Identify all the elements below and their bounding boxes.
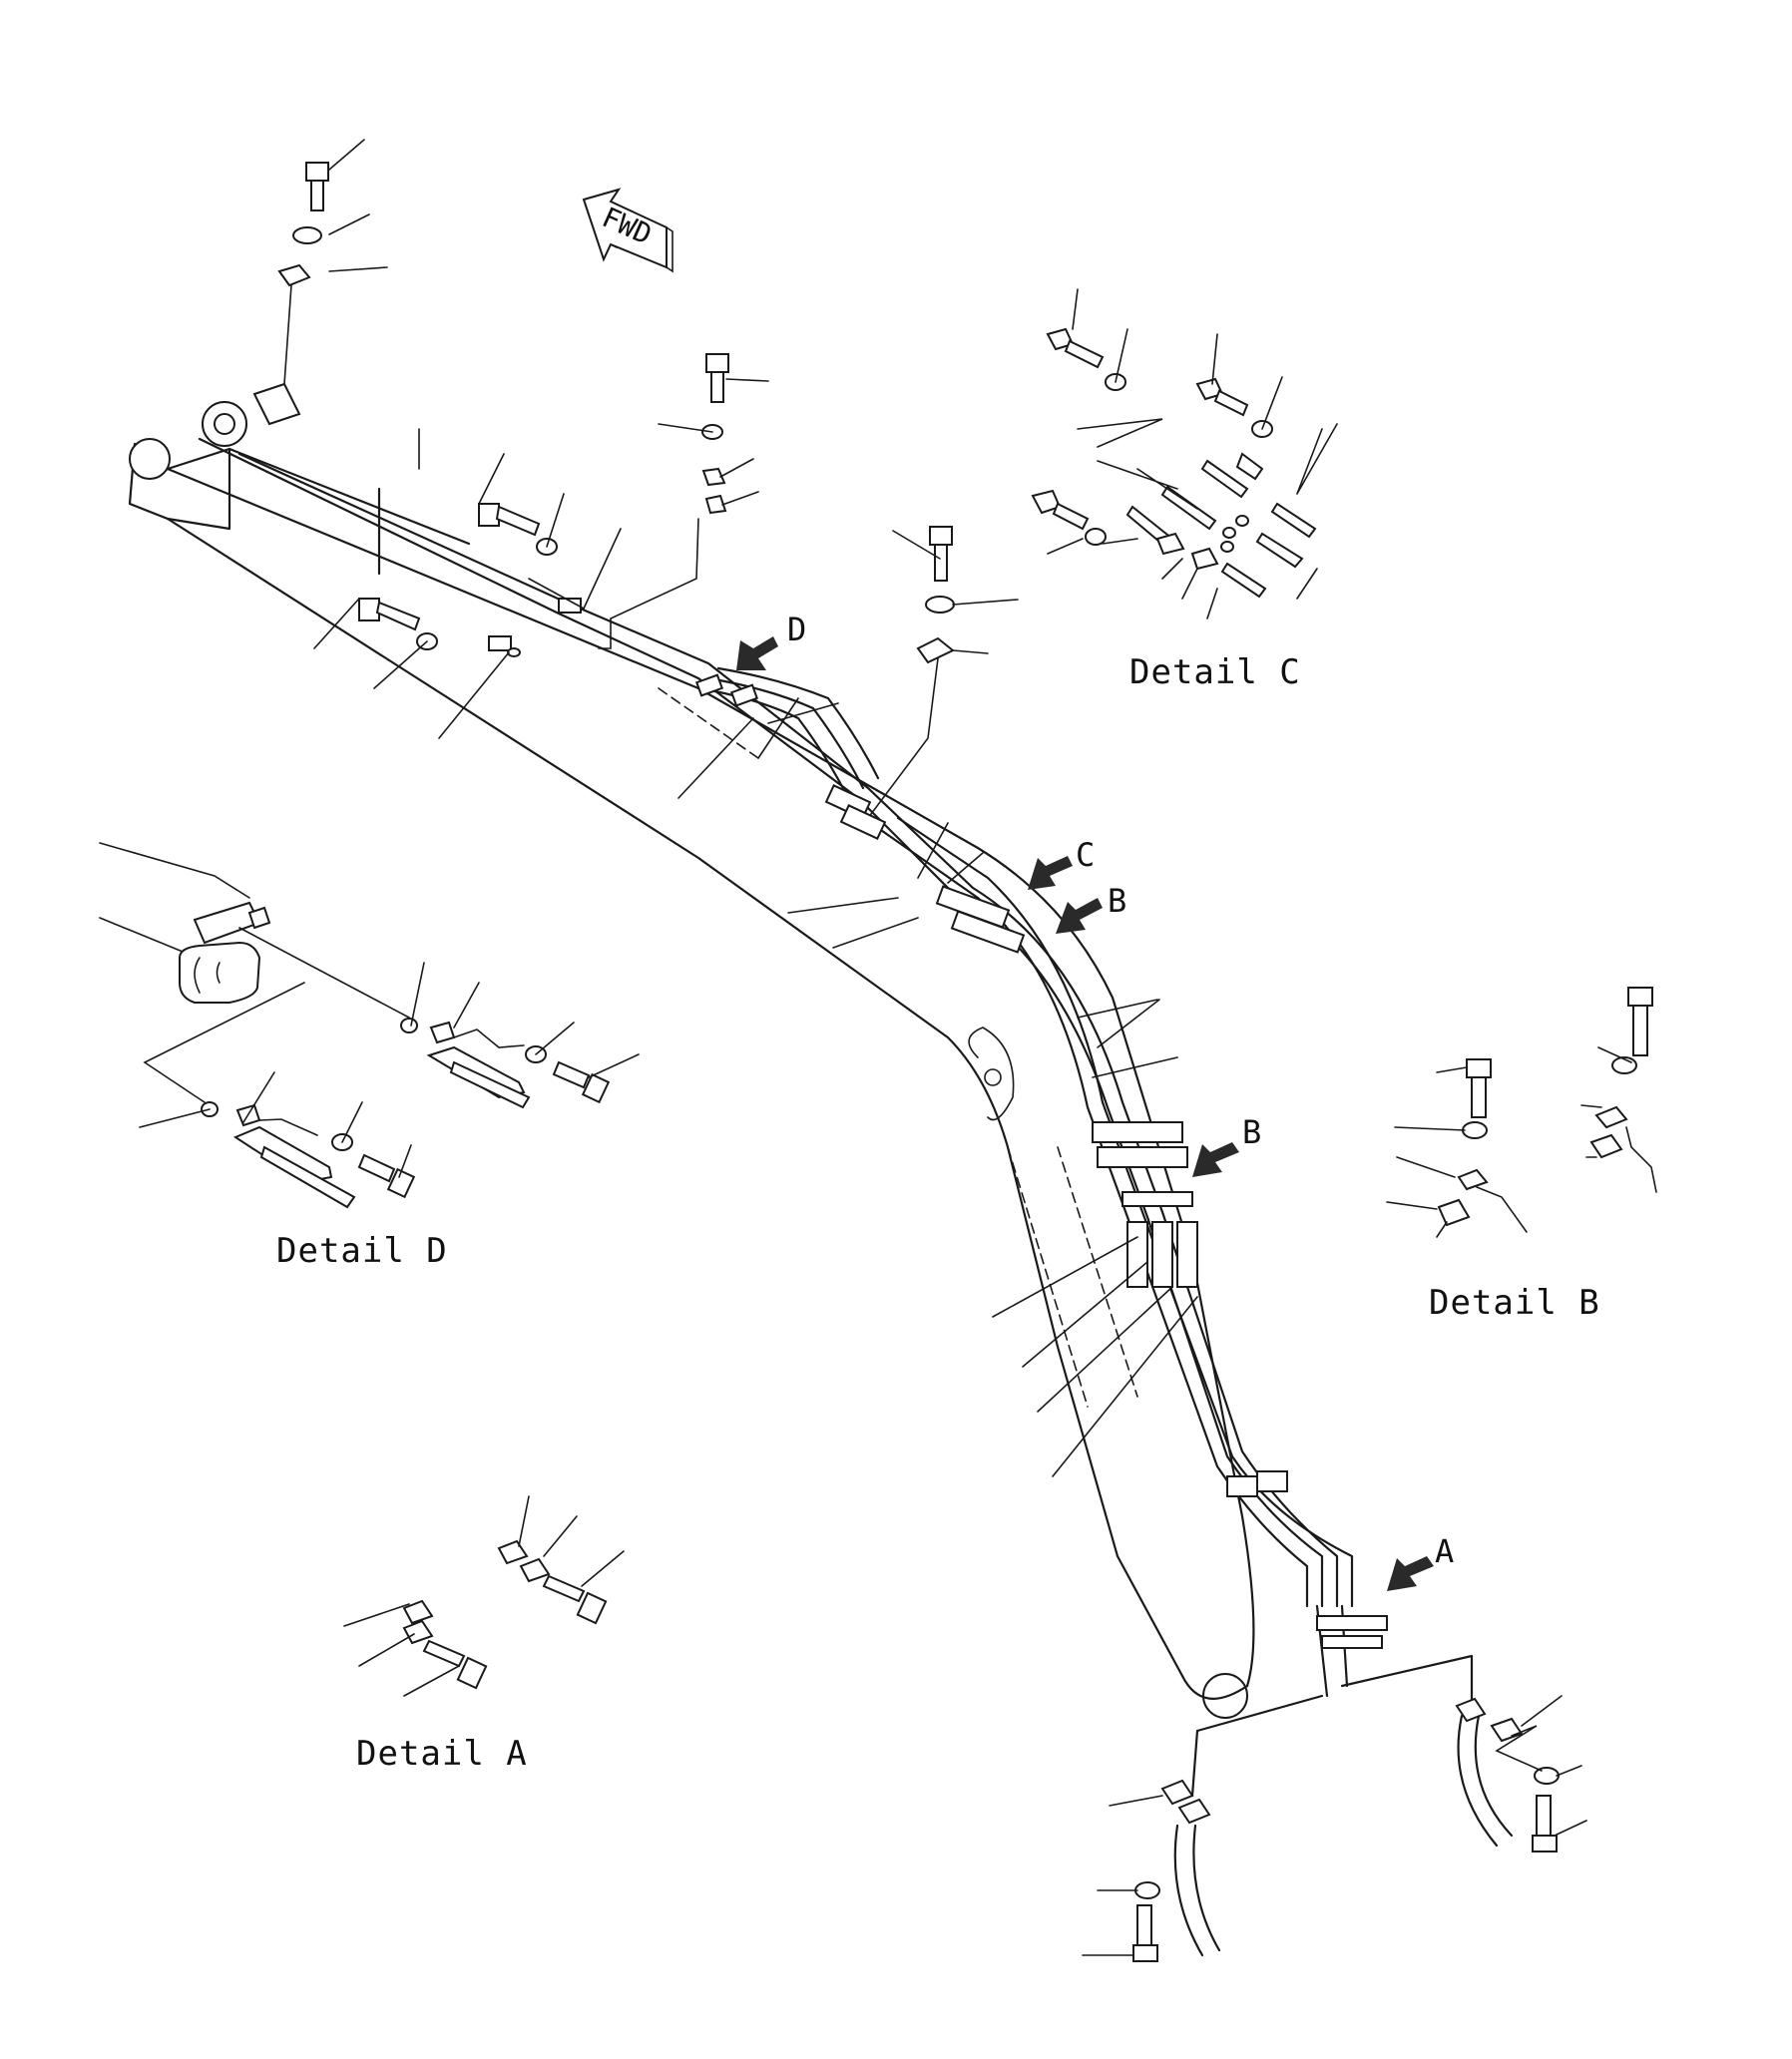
detail-c-title: Detail C (1129, 652, 1301, 692)
callout-arrows (736, 636, 1434, 1591)
callout-letter-c: C (1076, 836, 1096, 874)
detail-a-parts (343, 1495, 625, 1697)
callout-letter-a: A (1435, 1532, 1455, 1570)
arrow-b-lower-icon (1192, 1142, 1239, 1177)
arrow-a-icon (1387, 1556, 1434, 1591)
detail-c-parts (1031, 288, 1338, 619)
arrow-b-upper-icon (1056, 898, 1103, 934)
callout-letter-b-upper: B (1108, 882, 1127, 920)
arrow-d-icon (736, 636, 778, 670)
lower-fittings (1082, 1695, 1587, 1962)
detail-b-parts (1386, 987, 1657, 1238)
detail-d-title: Detail D (276, 1231, 448, 1271)
detail-a-title: Detail A (356, 1734, 528, 1774)
callout-letter-b-lower: B (1242, 1113, 1262, 1151)
detail-d-parts (99, 842, 640, 1209)
hydraulic-pipes (198, 437, 1514, 1957)
fwd-arrow-icon (582, 188, 673, 273)
detail-b-title: Detail B (1429, 1283, 1600, 1323)
boom-fasteners (252, 162, 955, 840)
leader-lines (313, 139, 1198, 1477)
boom-body (128, 401, 1255, 1719)
callout-letter-d: D (787, 611, 807, 648)
arrow-c-icon (1028, 856, 1073, 890)
